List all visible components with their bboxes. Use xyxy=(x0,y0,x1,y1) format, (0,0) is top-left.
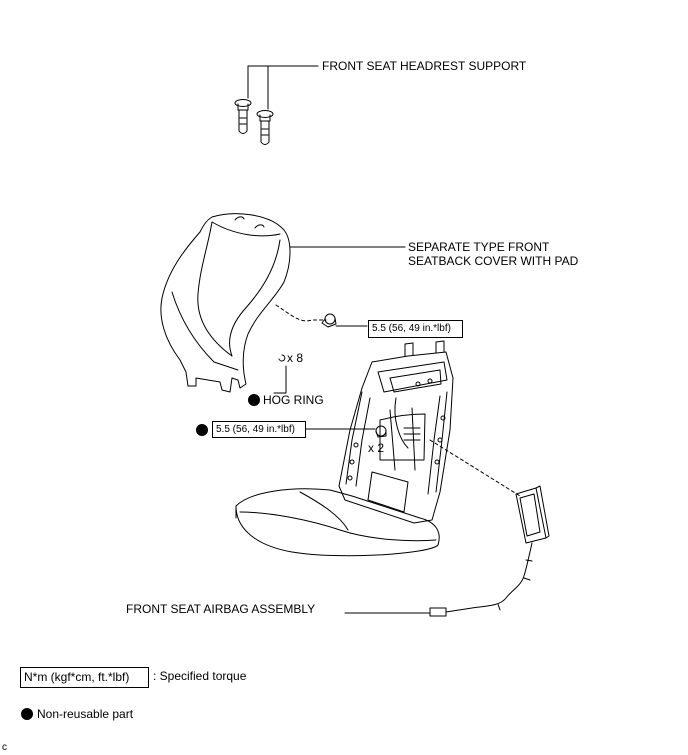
seatback-cover-seam xyxy=(171,291,239,371)
airbag-wire xyxy=(445,542,533,613)
legend-torque-box: N*m (kgf*cm, ft.*lbf) xyxy=(20,667,149,688)
hog-ring-count: x 8 xyxy=(287,351,304,365)
seatback-bolt xyxy=(321,313,368,328)
hog-ring xyxy=(273,354,287,394)
frame-bolt xyxy=(305,425,387,438)
legend-non-reusable-desc: Non-reusable part xyxy=(37,707,134,721)
non-reusable-icon xyxy=(248,394,260,406)
figure-id: c xyxy=(2,742,7,753)
headrest-support-leader xyxy=(247,65,319,110)
hog-ring-leader xyxy=(273,365,287,394)
torque-spec-box-1: 5.5 (56, 49 in.*lbf) xyxy=(368,320,463,338)
seatback-cover-label-line1: SEPARATE TYPE FRONT xyxy=(408,240,550,254)
hog-ring-label: HOG RING xyxy=(263,393,324,407)
seat-frame xyxy=(338,340,454,524)
airbag-assembly xyxy=(344,485,550,617)
seatback-cover-outline xyxy=(160,213,291,393)
non-reusable-icon xyxy=(196,424,208,436)
seatback-cover-seam xyxy=(197,221,233,357)
seat-frame-outline xyxy=(338,351,454,524)
seatback-cover-seam xyxy=(229,239,281,357)
torque-spec-box-2: 5.5 (56, 49 in.*lbf) xyxy=(212,421,306,438)
headrest-support-right xyxy=(256,110,274,145)
headrest-support-left xyxy=(234,99,252,134)
airbag-label: FRONT SEAT AIRBAG ASSEMBLY xyxy=(126,602,316,616)
legend-torque-desc: : Specified torque xyxy=(153,669,247,683)
seat-cushion xyxy=(235,488,440,557)
seatback-cover xyxy=(160,213,406,393)
seatback-cover-seam xyxy=(211,221,281,237)
legend-non-reusable-icon xyxy=(21,708,33,720)
bolt-count: x 2 xyxy=(368,441,385,455)
headrest-supports xyxy=(234,65,319,145)
seatback-cover-label-line2: SEATBACK COVER WITH PAD xyxy=(408,254,579,268)
airbag-connector xyxy=(429,607,447,617)
seat-cushion-outline xyxy=(235,488,440,557)
headrest-support-label: FRONT SEAT HEADREST SUPPORT xyxy=(322,59,527,73)
seat-frame-post xyxy=(404,342,414,357)
seat-frame-post xyxy=(435,340,445,354)
airbag-dashed-line xyxy=(429,439,521,497)
seatback-dashed-line xyxy=(275,304,327,322)
